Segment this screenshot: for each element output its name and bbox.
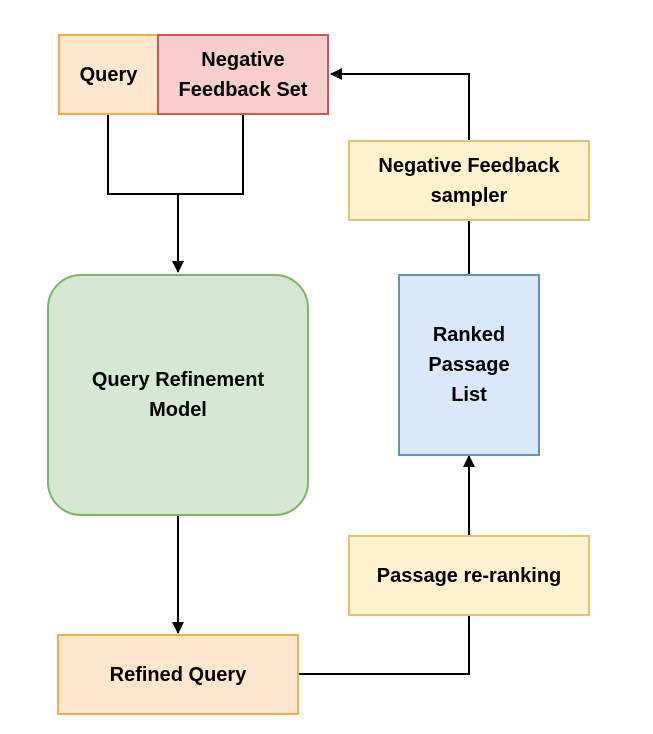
negative-feedback-sampler-node: Negative Feedback sampler — [348, 140, 590, 221]
passage-reranking-label: Passage re-ranking — [376, 564, 562, 587]
edge-refined-query-to-reranking — [298, 615, 470, 675]
query-refinement-model-node: Query Refinement Model — [47, 274, 309, 516]
edge-sampler-to-negative-set — [330, 68, 470, 140]
passage-reranking-node: Passage re-ranking — [348, 535, 590, 616]
ranked-passage-list-node: Ranked Passage List — [398, 274, 540, 456]
edge-query-to-merge — [107, 115, 178, 195]
query-node: Query — [58, 34, 159, 115]
query-label: Query — [79, 63, 138, 86]
negative-feedback-set-label: Negative Feedback Set — [178, 48, 308, 101]
negative-feedback-sampler-label: Negative Feedback sampler — [378, 154, 560, 207]
ranked-passage-list-label: Ranked Passage List — [428, 324, 510, 406]
edge-negative-set-to-merge — [178, 115, 244, 195]
refined-query-node: Refined Query — [57, 634, 299, 715]
query-refinement-model-label: Query Refinement Model — [91, 369, 265, 421]
refined-query-label: Refined Query — [109, 663, 247, 686]
negative-feedback-set-node: Negative Feedback Set — [157, 34, 329, 115]
